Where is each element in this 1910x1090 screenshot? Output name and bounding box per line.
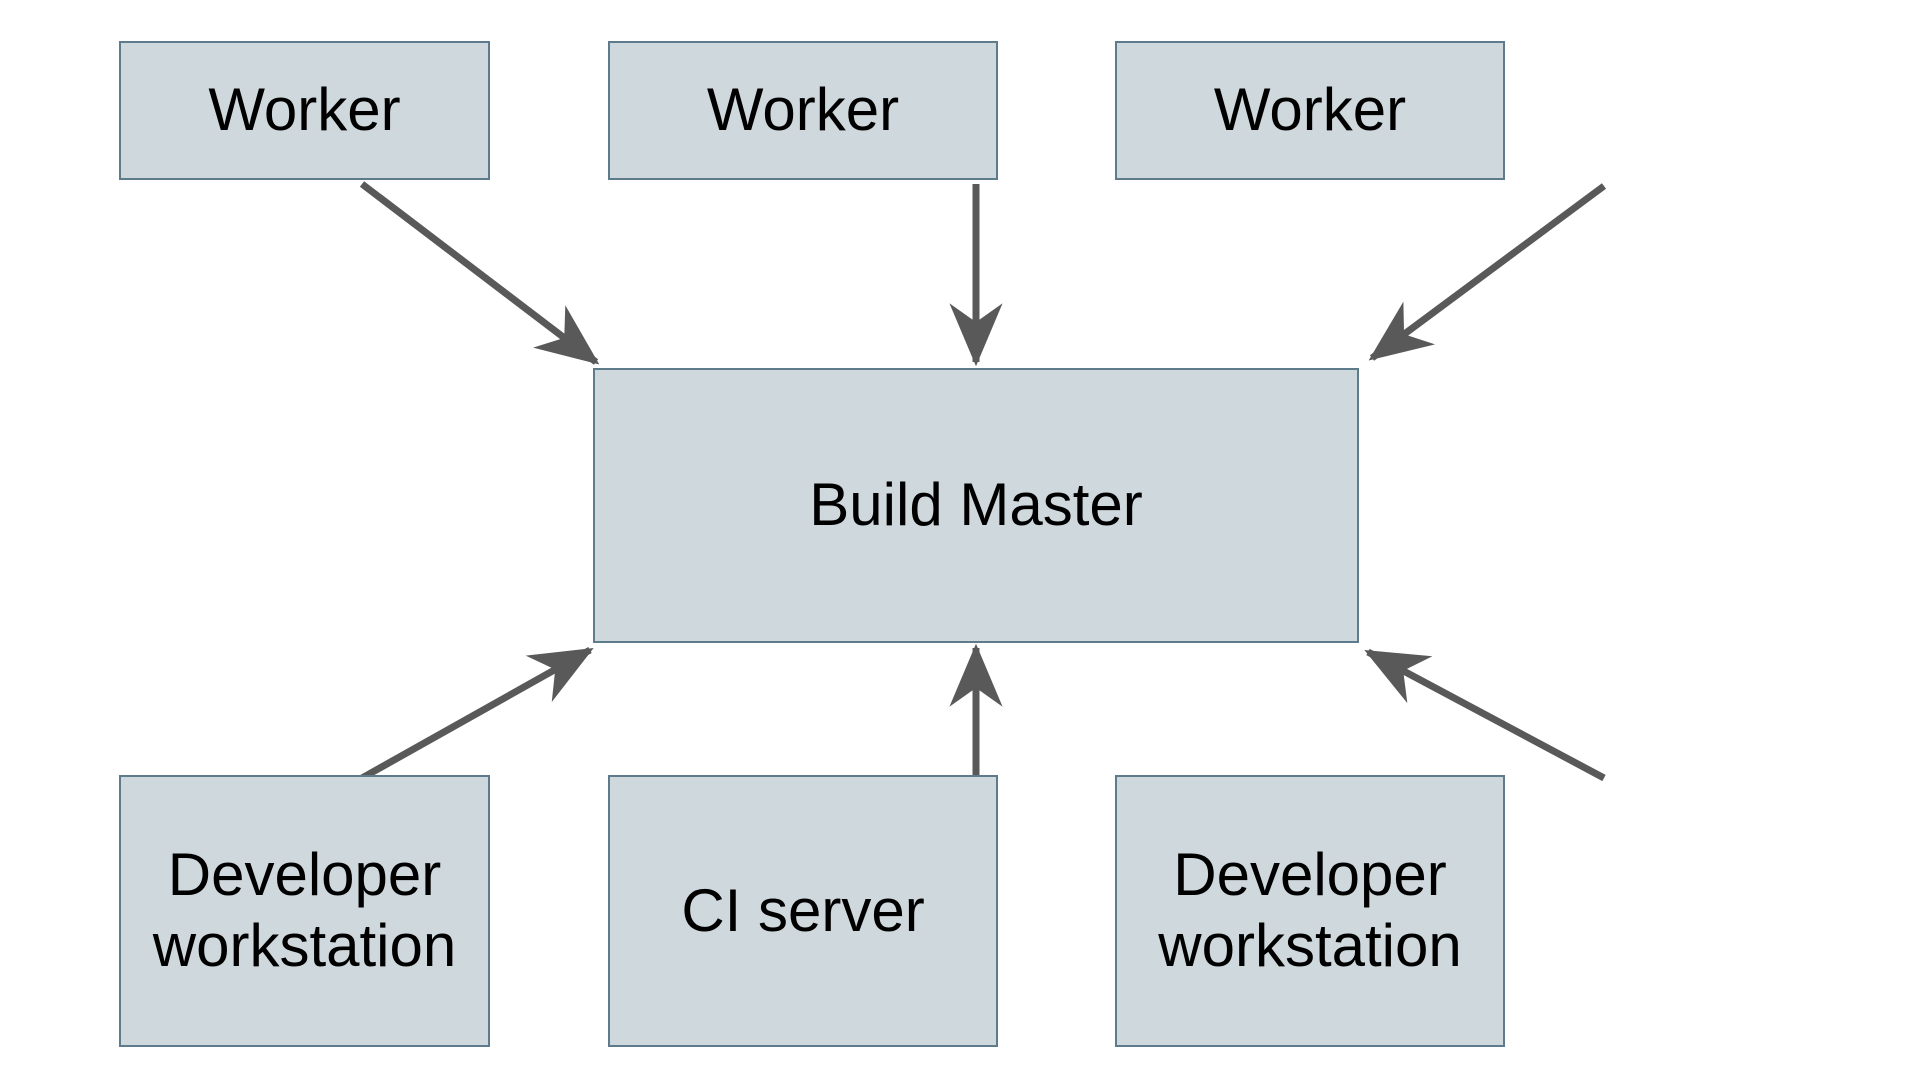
node-build-master-label: Build Master	[809, 471, 1143, 539]
edge-dev2-to-master	[1364, 648, 1606, 782]
node-ci-server[interactable]: CI server	[608, 775, 998, 1047]
node-developer-workstation-2-label: Developer workstation	[1158, 841, 1462, 979]
node-worker-3[interactable]: Worker	[1115, 41, 1505, 180]
node-worker-1-label: Worker	[208, 76, 401, 144]
node-developer-workstation-1-label: Developer workstation	[152, 841, 457, 979]
edge-dev1-to-master	[360, 646, 594, 782]
edge-worker3-to-master	[1368, 183, 1607, 361]
node-build-master[interactable]: Build Master	[593, 368, 1359, 643]
edge-worker1-to-master	[359, 181, 600, 365]
node-ci-server-label: CI server	[681, 876, 925, 944]
node-worker-3-label: Worker	[1213, 76, 1407, 144]
node-worker-2-label: Worker	[706, 76, 900, 144]
node-developer-workstation-1[interactable]: Developer workstation	[119, 775, 490, 1047]
node-developer-workstation-2[interactable]: Developer workstation	[1115, 775, 1505, 1047]
node-worker-2[interactable]: Worker	[608, 41, 998, 180]
node-worker-1[interactable]: Worker	[119, 41, 490, 180]
